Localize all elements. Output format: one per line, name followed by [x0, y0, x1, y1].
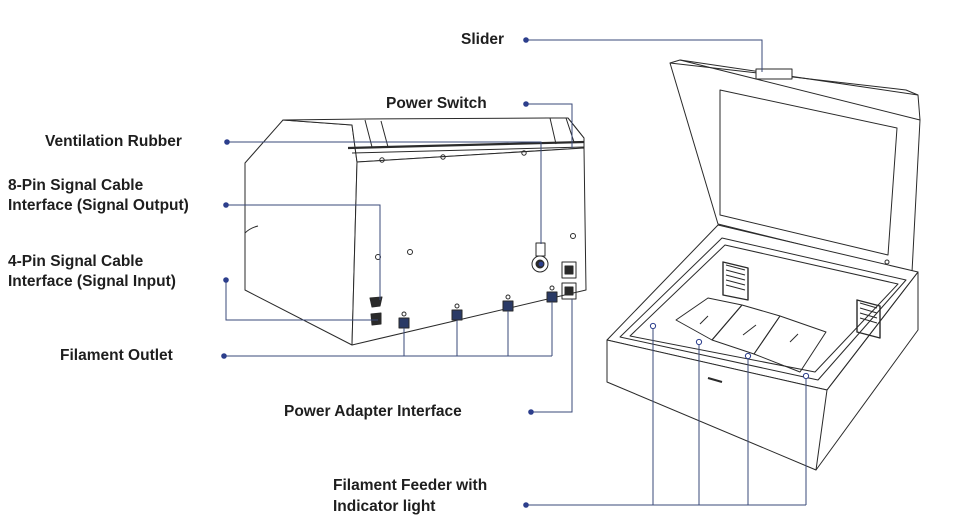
pin4-label-line1: 4-Pin Signal Cable — [8, 253, 144, 270]
filament-outlet-label: Filament Outlet — [60, 347, 173, 364]
ventilation-rubber-label: Ventilation Rubber — [45, 133, 182, 150]
feeder-target-dot-2 — [695, 338, 703, 346]
pin4-label-line2: Interface (Signal Input) — [8, 273, 176, 290]
pin8-label-line2: Interface (Signal Output) — [8, 197, 189, 214]
feeder-target-dot-4 — [802, 372, 810, 380]
ventilation-rubber-leader — [227, 141, 542, 244]
pin8-dot — [223, 202, 229, 208]
filament-outlet-leader — [224, 302, 553, 357]
filament-outlet-dot — [221, 353, 227, 359]
power-switch-label: Power Switch — [386, 95, 487, 112]
power-adapter-leader — [531, 299, 573, 413]
power-switch-dot — [523, 101, 529, 107]
slider-leader — [526, 39, 763, 72]
power-adapter-label: Power Adapter Interface — [284, 403, 462, 420]
ventilation-rubber-dot — [224, 139, 230, 145]
filament-feeder-label-line1: Filament Feeder with — [333, 477, 488, 494]
filament-feeder-dot — [523, 502, 529, 508]
feeder-target-dot-1 — [649, 322, 657, 330]
feeder-target-dot-3 — [744, 352, 752, 360]
filament-feeder-leader — [526, 326, 807, 506]
power-switch-leader — [526, 103, 573, 148]
leader-dots — [221, 37, 810, 508]
slider-label: Slider — [461, 31, 505, 48]
power-switch-target-dot — [538, 261, 544, 267]
open-lid-device — [606, 59, 921, 471]
power-adapter-dot — [528, 409, 534, 415]
pin4-leader — [225, 280, 378, 321]
leader-lines — [224, 39, 807, 506]
slider-dot — [523, 37, 529, 43]
pin8-leader — [226, 204, 381, 300]
filament-feeder-label-line2: Indicator light — [333, 498, 436, 515]
pin8-label-line1: 8-Pin Signal Cable — [8, 177, 144, 194]
rear-view-device — [244, 117, 587, 346]
pin4-dot — [223, 277, 229, 283]
